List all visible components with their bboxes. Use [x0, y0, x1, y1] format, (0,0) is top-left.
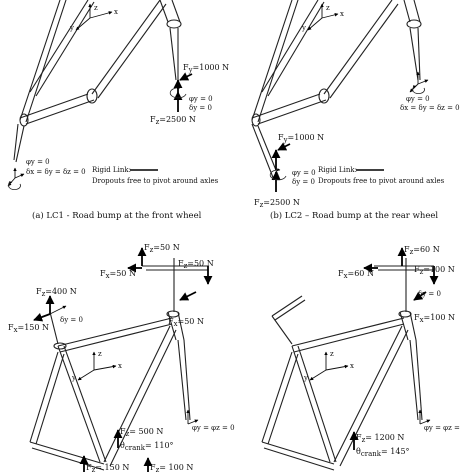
panel-lc3: z x y Fz=50 N Fx=50 N Fz=50 N Fx=50 N Fz… — [8, 243, 235, 474]
coordinate-axes-lc3: z x y — [71, 350, 122, 382]
label-fz-crank-lc3: Fz= 500 N — [120, 427, 163, 438]
axis-label-x-lc4: x — [350, 362, 354, 370]
crank-forces-lc3: Fz= 500 N θcrank= 110° Fz= 150 N Fz= 100… — [79, 427, 193, 474]
bc-front-1-lc2: φy = 0 — [406, 95, 430, 103]
label-fz-crank-lc4: Fz= 1200 N — [356, 433, 404, 444]
front-bc-lc4: φy = φz = — [418, 409, 460, 432]
label-fx-left-lc4: Fx=60 N — [338, 269, 374, 280]
label-fz-pedal-left-lc3: Fz= 150 N — [86, 463, 129, 474]
axis-label-x: x — [114, 8, 118, 16]
label-fz-top-lc3: Fz=50 N — [144, 243, 180, 254]
handlebar-forces-lc3: Fz=50 N Fx=50 N Fz=50 N Fx=50 N — [100, 243, 214, 328]
label-fz-lc1: Fz=2500 N — [150, 115, 196, 126]
coordinate-axes-lc1: z x y — [69, 3, 118, 32]
label-fx-bottom-lc3: Fx=50 N — [168, 317, 204, 328]
legend-lc1: Rigid Link: Dropouts free to pivot aroun… — [92, 166, 219, 185]
axis-label-z: z — [94, 4, 98, 12]
handlebar-forces-lc4: Fz=60 N Fx=60 N Fz=100 N Fx=100 N δy = 0 — [338, 245, 455, 324]
axis-label-z-lc2: z — [326, 4, 330, 12]
saddle-forces-lc3: Fz=400 N Fx=150 N δy = 0 — [8, 287, 83, 334]
bc-seat-lc3: δy = 0 — [60, 316, 83, 324]
bc-rear-2-lc2: δy = 0 — [292, 178, 315, 186]
coordinate-axes-lc4: z x y — [303, 350, 354, 382]
axis-label-y-lc2: y — [301, 24, 306, 32]
label-fx-seat-lc3: Fx=150 N — [8, 323, 49, 334]
bc-front-2-lc1: δy = 0 — [189, 104, 212, 112]
bike-frame-lc2 — [251, 0, 422, 181]
front-wheel-forces-lc1: Fy=1000 N Fz=2500 N φy = 0 δy = 0 — [150, 63, 229, 126]
legend-lc2: Rigid Link: Dropouts free to pivot aroun… — [318, 166, 445, 185]
axis-label-z-lc4: z — [330, 350, 334, 358]
label-fz-pedal-right-lc3: Fz= 100 N — [150, 463, 193, 474]
front-bc-lc3: φy = φz = 0 — [186, 409, 235, 432]
bc-rear-1-lc2: φy = 0 — [292, 169, 316, 177]
caption-lc1: (a) LC1 - Road bump at the front wheel — [32, 210, 202, 221]
crank-forces-lc4: Fz= 1200 N θcrank= 145° — [349, 431, 410, 458]
label-fz-top-lc4: Fz=60 N — [404, 245, 440, 256]
axis-label-x-lc3: x — [118, 362, 122, 370]
label-theta-lc4: θcrank= 145° — [356, 447, 410, 458]
coordinate-axes-lc2: z x y — [301, 3, 344, 32]
bike-frame-lc1 — [13, 0, 182, 163]
label-fx-left-lc3: Fx=50 N — [100, 269, 136, 280]
bike-frame-lc4 — [261, 258, 434, 471]
legend-dropouts-lc1: Dropouts free to pivot around axles — [92, 177, 219, 185]
legend-rigid-lc1: Rigid Link: — [92, 166, 131, 174]
label-theta-lc3: θcrank= 110° — [120, 441, 174, 452]
axis-label-y-lc3: y — [71, 374, 76, 382]
bc-front-1-lc1: φy = 0 — [189, 95, 213, 103]
label-fz-right-lc3: Fz=50 N — [178, 259, 214, 270]
label-fz-seat-lc3: Fz=400 N — [36, 287, 77, 298]
axis-label-x-lc2: x — [340, 10, 344, 18]
caption-lc2: (b) LC2 – Road bump at the rear wheel — [270, 210, 438, 221]
legend-dropouts-lc2: Dropouts free to pivot around axles — [318, 177, 445, 185]
label-fx-bottom-lc4: Fx=100 N — [414, 313, 455, 324]
front-bc-lc2: φy = 0 δx = δy = δz = 0 — [400, 71, 460, 112]
rear-dropout-bc-lc1: φy = 0 δx = δy = δz = 0 — [7, 158, 86, 191]
axis-label-y-lc4: y — [303, 374, 308, 382]
axis-label-z-lc3: z — [98, 350, 102, 358]
bc-head-lc4: δy = 0 — [418, 290, 441, 298]
label-fz-right-lc4: Fz=100 N — [414, 265, 455, 276]
bc-right-lc3: φy = φz = 0 — [192, 424, 235, 432]
bike-frame-lc3 — [29, 258, 208, 471]
label-fy-lc2: Fy=1000 N — [278, 133, 324, 144]
panel-lc2: z x y φy = 0 δx = δy = δz = 0 Fy=1000 N … — [251, 0, 460, 221]
panel-lc4: z x y Fz=60 N Fx=60 N Fz=100 N Fx=100 N … — [261, 245, 460, 471]
label-fz-lc2: Fz=2500 N — [254, 198, 300, 209]
panel-lc1: z x y Fy=1000 N Fz=2500 N φy = 0 δy = 0 … — [7, 0, 229, 221]
label-fy-lc1: Fy=1000 N — [183, 63, 229, 74]
bc-rear-2-lc1: δx = δy = δz = 0 — [26, 168, 86, 176]
axis-label-y: y — [69, 24, 74, 32]
bc-front-2-lc2: δx = δy = δz = 0 — [400, 104, 460, 112]
legend-rigid-lc2: Rigid Link: — [318, 166, 357, 174]
rear-wheel-forces-lc2: Fy=1000 N Fz=2500 N φy = 0 δy = 0 — [254, 133, 324, 209]
bc-right-lc4: φy = φz = — [424, 424, 460, 432]
bc-rear-1-lc1: φy = 0 — [26, 158, 50, 166]
